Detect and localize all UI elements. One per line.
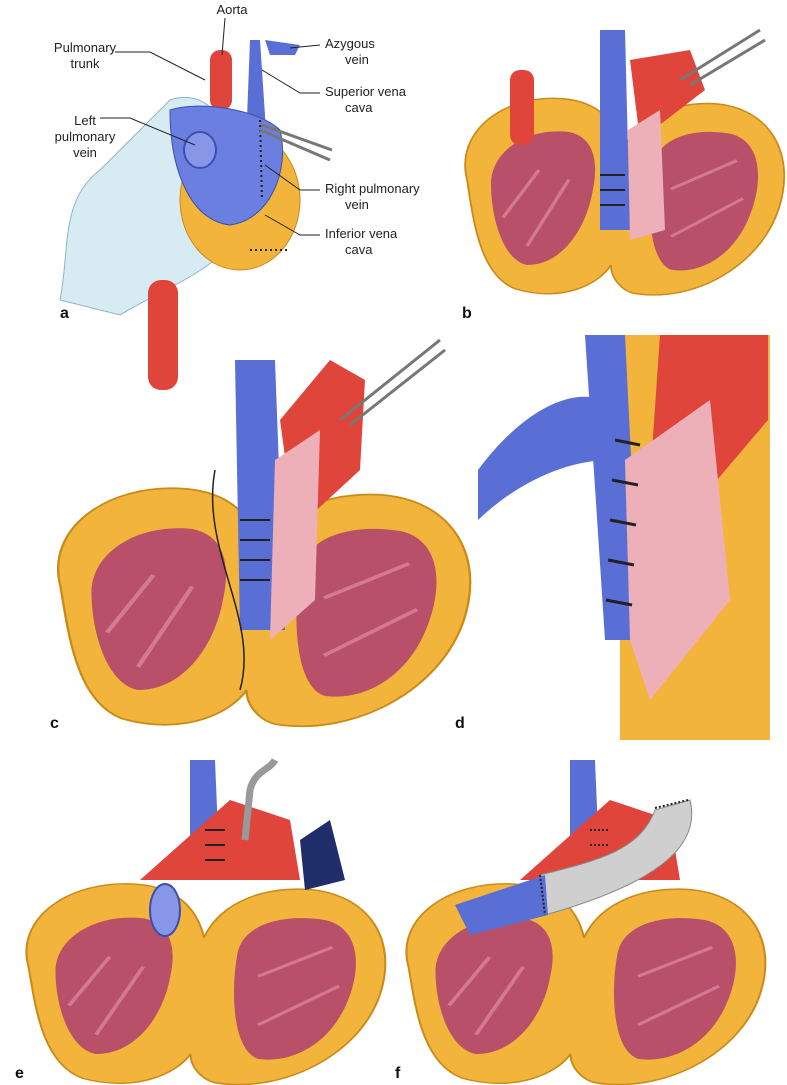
panel-letter-e: e bbox=[15, 1065, 24, 1082]
panel-c: c bbox=[50, 280, 470, 732]
right-atrium-patch bbox=[625, 400, 730, 700]
aorta-vessel bbox=[148, 280, 178, 390]
suture-thread bbox=[211, 469, 245, 691]
aorta-vessel bbox=[140, 800, 300, 880]
pulmonary-artery-opening bbox=[300, 820, 345, 890]
right-atrium bbox=[270, 430, 320, 640]
vein-vessel bbox=[455, 875, 548, 935]
panel-letter-f: f bbox=[395, 1065, 401, 1082]
suture-line bbox=[205, 829, 225, 861]
panel-d: d bbox=[455, 335, 770, 740]
suture-line bbox=[539, 799, 689, 916]
graft-conduit bbox=[539, 799, 693, 916]
panel-e: e bbox=[15, 758, 385, 1085]
left-pulmonary-vein-ostium bbox=[183, 131, 217, 169]
panel-b: b bbox=[462, 28, 786, 322]
suture-line bbox=[600, 174, 625, 206]
forceps bbox=[339, 338, 446, 427]
aorta-vessel bbox=[210, 50, 232, 110]
cannula bbox=[241, 758, 279, 841]
panel-letter-d: d bbox=[455, 715, 465, 732]
right-atrium bbox=[628, 110, 665, 240]
azygous-vessel bbox=[478, 396, 610, 520]
svc-vessel bbox=[600, 30, 630, 230]
label-aorta: Aorta bbox=[216, 2, 248, 17]
suture-line bbox=[250, 119, 290, 251]
suture-line bbox=[605, 438, 641, 607]
panel-letter-a: a bbox=[60, 305, 69, 322]
azygous-vessel bbox=[265, 40, 300, 55]
panel-letter-b: b bbox=[462, 305, 472, 322]
vein-ostium bbox=[149, 883, 181, 937]
forceps bbox=[679, 28, 766, 87]
suture-line bbox=[240, 519, 270, 581]
forceps bbox=[259, 123, 333, 162]
panel-letter-c: c bbox=[50, 715, 59, 732]
heart bbox=[26, 884, 385, 1085]
aorta-vessel bbox=[510, 70, 534, 145]
panel-f: f bbox=[395, 760, 765, 1085]
